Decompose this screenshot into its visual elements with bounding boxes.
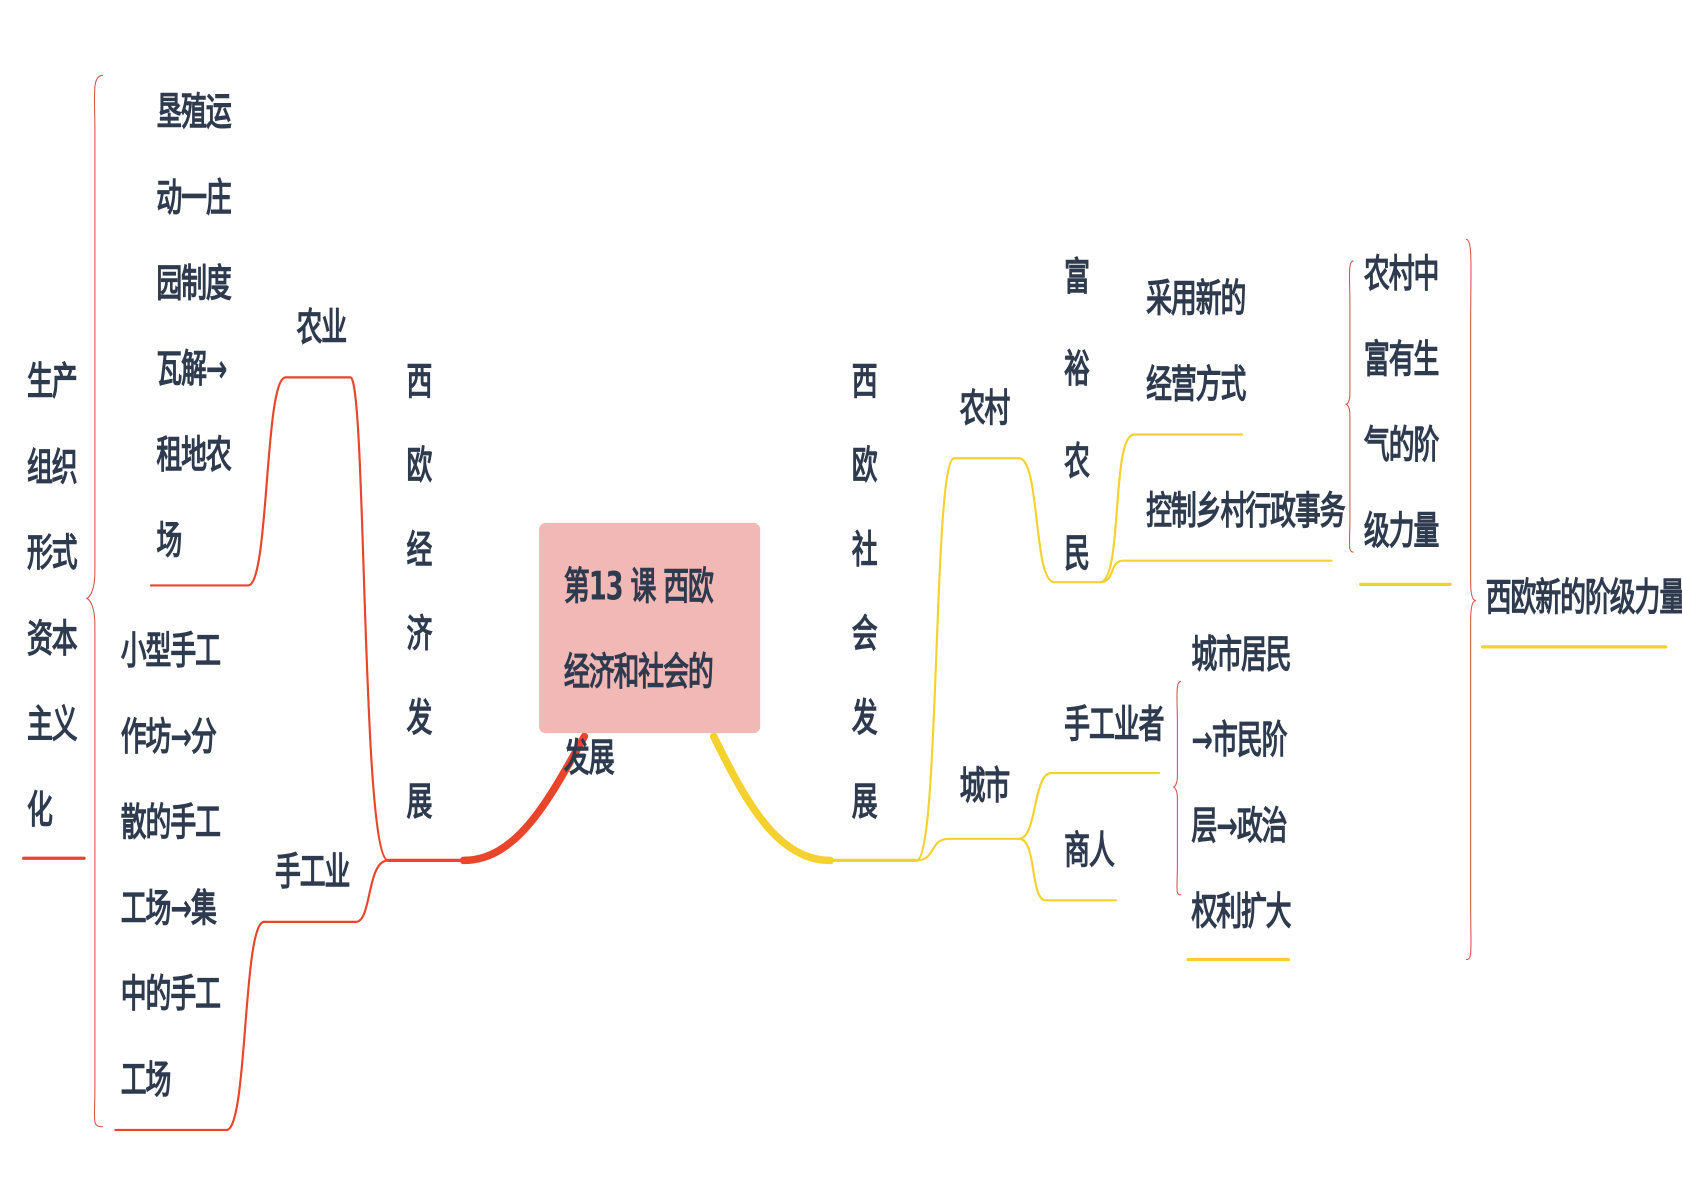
new-class-summary[interactable]: 西欧新的阶级力量 — [1485, 574, 1682, 620]
agriculture-connector — [284, 376, 390, 862]
farmer-connector — [1017, 457, 1101, 584]
city-connector — [915, 837, 1020, 862]
handicraft-detail[interactable]: 小型手工作坊→分散的手工工场→集中的手工工场 — [120, 628, 221, 1103]
handicraft-connector — [263, 859, 390, 923]
handicraft-detail-connector — [114, 920, 266, 1132]
city-child-artisans[interactable]: 手工业者 — [1064, 701, 1164, 748]
handicraft-node[interactable]: 手工业 — [274, 849, 350, 895]
countryside-brace — [1345, 260, 1354, 553]
rich-farmer-node[interactable]: 富裕农民 — [1064, 254, 1090, 577]
left-main-connector — [459, 732, 589, 865]
city-child-merchants[interactable]: 商人 — [1064, 828, 1115, 874]
class-brace — [1465, 238, 1477, 961]
right-main-connector — [709, 732, 834, 865]
left-brace — [86, 74, 103, 1128]
countryside-node[interactable]: 农村 — [959, 385, 1011, 432]
agriculture-node[interactable]: 农业 — [296, 305, 348, 351]
city-node[interactable]: 城市 — [959, 763, 1011, 809]
central-topic-title: 第13 课 西欧经济和社会的发展 — [563, 563, 714, 781]
city-brace — [1172, 680, 1182, 896]
agriculture-detail-connector — [149, 376, 287, 587]
countryside-summary[interactable]: 农村中富有生气的阶级力量 — [1363, 251, 1439, 554]
central-topic[interactable] — [539, 522, 761, 734]
city-summary[interactable]: 城市居民→市民阶层→政治权利扩大 — [1191, 631, 1291, 935]
agriculture-detail[interactable]: 垦殖运动一庄园制度瓦解→租地农场 — [156, 89, 231, 564]
production-summary[interactable]: 生产组织形式资本主义化 — [26, 359, 78, 833]
farmer-child-administration[interactable]: 控制乡村行政事务 — [1146, 488, 1345, 534]
countryside-connector — [915, 457, 1020, 862]
society-branch-label[interactable]: 西欧社会发展 — [851, 359, 878, 825]
economy-branch-label[interactable]: 西欧经济发展 — [406, 359, 432, 825]
farmer-child-management[interactable]: 采用新的经营方式 — [1146, 276, 1246, 408]
